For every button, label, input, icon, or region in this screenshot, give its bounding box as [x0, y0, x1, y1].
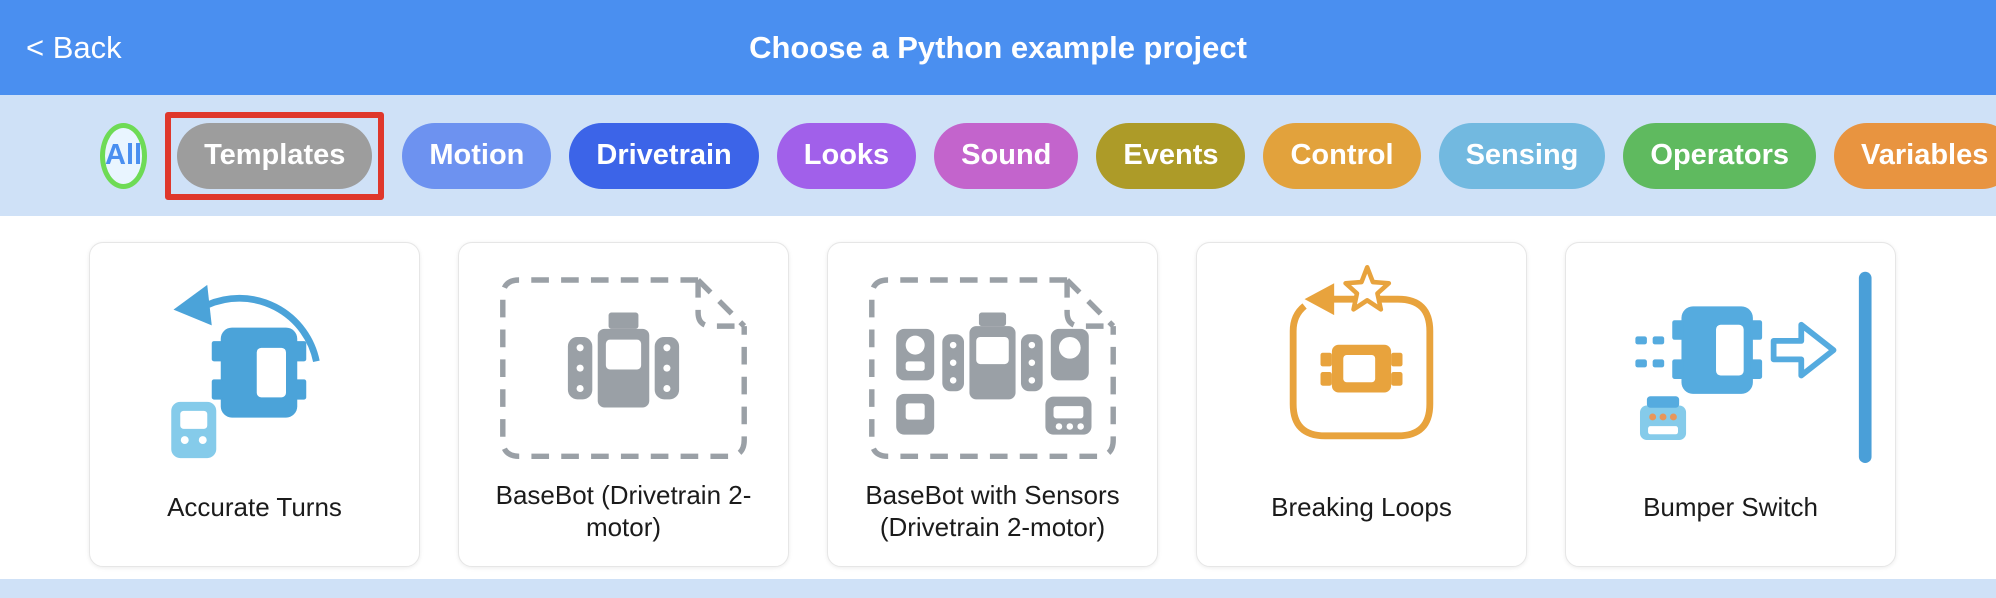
project-card-bumper-switch[interactable]: Bumper Switch	[1565, 242, 1896, 567]
filter-looks[interactable]: Looks	[776, 122, 917, 189]
filter-events[interactable]: Events	[1096, 122, 1246, 189]
bumper-switch-icon	[1587, 261, 1875, 474]
page-title: Choose a Python example project	[749, 29, 1247, 65]
filter-drivetrain[interactable]: Drivetrain	[569, 122, 759, 189]
project-card-title: Breaking Loops	[1271, 491, 1452, 522]
filter-sensing[interactable]: Sensing	[1438, 122, 1606, 189]
back-button[interactable]: < Back	[26, 0, 122, 95]
filter-control[interactable]: Control	[1263, 122, 1421, 189]
project-grid: Accurate Turns	[0, 216, 1996, 579]
filter-templates[interactable]: Templates	[177, 122, 373, 189]
project-card-title: BaseBot (Drivetrain 2-motor)	[495, 479, 752, 543]
filter-motion[interactable]: Motion	[402, 122, 552, 189]
project-card-breaking-loops[interactable]: Breaking Loops	[1196, 242, 1527, 567]
project-card-title: Bumper Switch	[1643, 491, 1818, 522]
top-bar: < Back Choose a Python example project	[0, 0, 1996, 95]
project-card-basebot-sensors[interactable]: BaseBot with Sensors (Drivetrain 2-motor…	[827, 242, 1158, 567]
project-card-basebot[interactable]: BaseBot (Drivetrain 2-motor)	[458, 242, 789, 567]
filter-variables[interactable]: Variables	[1834, 122, 1996, 189]
filter-sound[interactable]: Sound	[934, 122, 1079, 189]
project-card-title: BaseBot with Sensors (Drivetrain 2-motor…	[865, 479, 1120, 543]
basebot-icon	[481, 261, 766, 478]
selected-filter-highlight: Templates	[165, 111, 385, 200]
project-card-title: Accurate Turns	[167, 491, 342, 522]
filter-all[interactable]: All	[100, 122, 148, 189]
breaking-loops-icon	[1259, 261, 1464, 474]
filter-bar: All Templates Motion Drivetrain Looks So…	[0, 95, 1996, 216]
basebot-sensors-icon	[850, 261, 1135, 478]
bottom-strip	[0, 579, 1996, 598]
accurate-turns-icon	[142, 261, 367, 474]
filter-operators[interactable]: Operators	[1623, 122, 1816, 189]
project-card-accurate-turns[interactable]: Accurate Turns	[89, 242, 420, 567]
